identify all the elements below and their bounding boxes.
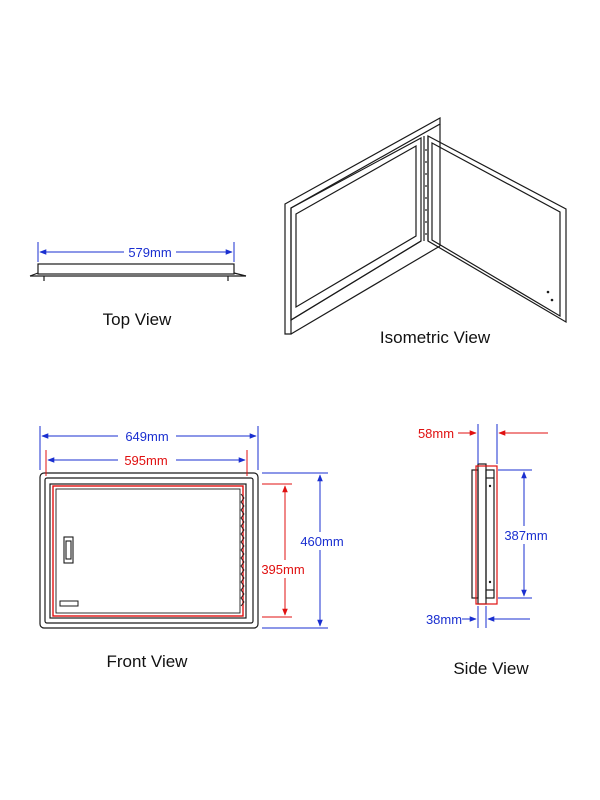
front-view-title: Front View — [107, 652, 189, 671]
front-view: 649mm 595mm 460mm 395mm Front View — [39, 426, 344, 671]
front-door-outline — [52, 485, 244, 617]
isometric-door — [423, 135, 567, 324]
front-hinge — [240, 493, 245, 607]
side-flange-label: 38mm — [426, 612, 462, 627]
top-width-label: 579mm — [128, 245, 171, 260]
isometric-view — [284, 116, 567, 335]
side-height-label: 387mm — [504, 528, 547, 543]
isometric-hinge-dots — [425, 149, 554, 302]
side-flange-dimension: 38mm — [426, 606, 530, 628]
front-label-plate — [59, 600, 79, 607]
side-body — [471, 463, 495, 605]
front-handle — [63, 536, 74, 564]
front-outer-height-label: 460mm — [300, 534, 343, 549]
front-inner-width-label: 595mm — [124, 453, 167, 468]
side-depth-label: 58mm — [418, 426, 454, 441]
side-door-outline — [475, 465, 498, 605]
front-outer-width-label: 649mm — [125, 429, 168, 444]
top-view-outline — [29, 263, 247, 281]
top-width-dimension: 579mm — [37, 242, 235, 262]
isometric-view-title: Isometric View — [380, 328, 491, 347]
front-outer-width-dimension: 649mm — [39, 426, 259, 470]
front-frame — [39, 472, 259, 629]
side-view-title: Side View — [453, 659, 529, 678]
front-inner-width-dimension: 595mm — [45, 450, 248, 476]
side-depth-dimension: 58mm — [418, 424, 548, 464]
front-outer-height-dimension: 460mm — [262, 472, 344, 629]
side-screw-dots — [488, 484, 492, 584]
front-inner-height-label: 395mm — [261, 562, 304, 577]
top-view-title: Top View — [103, 310, 172, 329]
isometric-frame — [284, 116, 441, 335]
front-inner-height-dimension: 395mm — [261, 483, 305, 618]
side-view: 58mm 387mm 38mm Side View — [418, 424, 548, 678]
side-height-dimension: 387mm — [498, 469, 548, 599]
top-view: 579mm Top View — [29, 242, 247, 329]
